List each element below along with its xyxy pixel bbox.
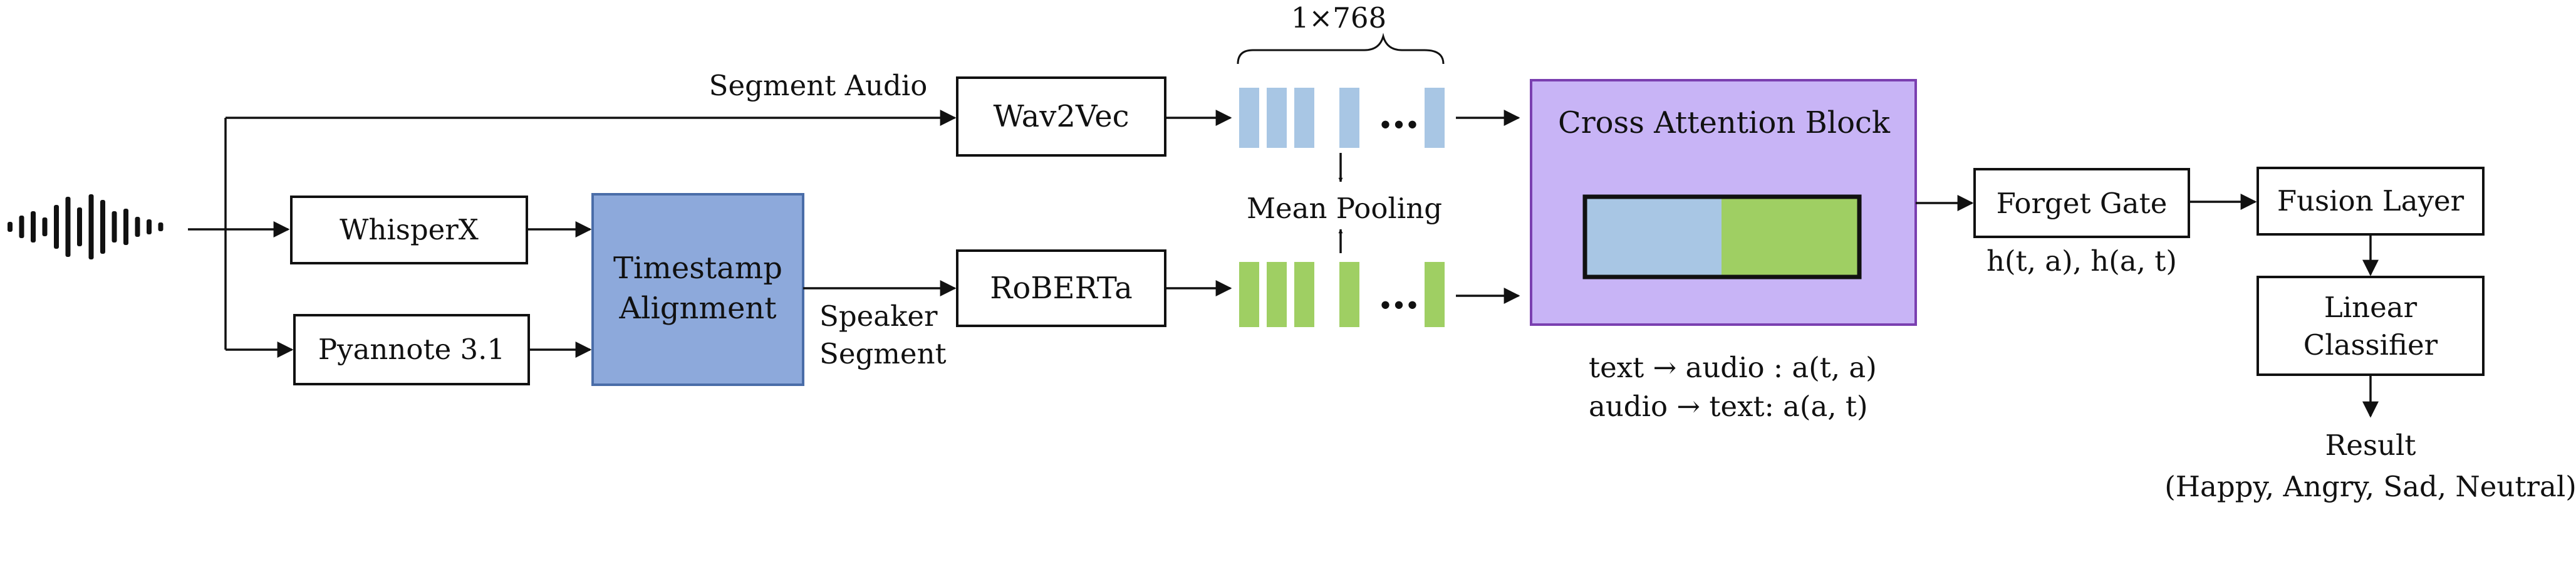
- text-embedding-cell: [1267, 262, 1287, 327]
- text-embedding-cell: [1239, 262, 1259, 327]
- gate-outputs-annotation: h(t, a), h(a, t): [1987, 244, 2177, 278]
- timestamp-alignment-label-line2: Alignment: [618, 291, 776, 326]
- audio-embedding-cell: [1339, 88, 1359, 148]
- speaker-segment-label-line2: Segment: [819, 337, 947, 370]
- audio-embedding-cell: [1294, 88, 1314, 148]
- linear-classifier-label-line1: Linear: [2324, 291, 2418, 324]
- audio-embedding-cell: [1267, 88, 1287, 148]
- linear-classifier-label-line2: Classifier: [2303, 328, 2438, 362]
- linear-classifier-node: Linear Classifier: [2257, 276, 2485, 376]
- cross-attention-block: Cross Attention Block: [1530, 79, 1917, 326]
- waveform-bar: [88, 194, 94, 259]
- waveform-bar: [123, 209, 128, 245]
- timestamp-alignment-label-line1: Timestamp: [613, 251, 782, 286]
- attention-matrix-outline: [1582, 194, 1862, 279]
- waveform-bar: [31, 211, 36, 243]
- waveform-icon: [8, 194, 164, 259]
- wav2vec-label: Wav2Vec: [994, 99, 1130, 134]
- audio-embedding-cell: [1425, 88, 1445, 148]
- roberta-label: RoBERTa: [990, 271, 1133, 306]
- speaker-segment-label-line1: Speaker: [819, 300, 938, 333]
- waveform-bar: [147, 219, 152, 234]
- dimension-label: 1×768: [1291, 1, 1386, 34]
- waveform-bar: [100, 200, 105, 254]
- roberta-node: RoBERTa: [956, 249, 1166, 327]
- waveform-bar: [8, 222, 13, 232]
- forget-gate-node: Forget Gate: [1973, 168, 2190, 238]
- waveform-bar: [112, 211, 117, 243]
- audio-embedding-ellipsis: …: [1378, 89, 1420, 138]
- waveform-bar: [54, 205, 59, 249]
- wav2vec-node: Wav2Vec: [956, 76, 1166, 157]
- pyannote-label: Pyannote 3.1: [318, 333, 505, 366]
- audio-embedding-cell: [1239, 88, 1259, 148]
- mean-pooling-label: Mean Pooling: [1247, 192, 1442, 225]
- attention-audio-segment: [1585, 197, 1722, 277]
- pyannote-node: Pyannote 3.1: [293, 314, 530, 385]
- waveform-bar: [158, 222, 164, 231]
- text-embedding-ellipsis: …: [1378, 269, 1420, 318]
- waveform-bar: [42, 217, 48, 236]
- result-classes-label: (Happy, Angry, Sad, Neutral): [2164, 470, 2576, 503]
- input-edges: [188, 110, 957, 358]
- whisperx-node: WhisperX: [290, 196, 528, 264]
- waveform-bar: [77, 207, 82, 246]
- dimension-brace: [1237, 33, 1445, 65]
- attention-text-segment: [1722, 197, 1859, 277]
- text-embedding-vector: [1239, 262, 1445, 327]
- cross-attention-label: Cross Attention Block: [1558, 105, 1891, 140]
- fusion-layer-label: Fusion Layer: [2277, 184, 2464, 217]
- text-embedding-cell: [1339, 262, 1359, 327]
- text-to-audio-annotation: text → audio : a(t, a): [1589, 351, 1877, 384]
- whisperx-label: WhisperX: [340, 213, 479, 246]
- waveform-bar: [19, 216, 24, 238]
- fusion-layer-node: Fusion Layer: [2257, 167, 2485, 236]
- audio-to-text-annotation: audio → text: a(a, t): [1589, 390, 1868, 423]
- waveform-bar: [65, 197, 71, 257]
- result-label: Result: [2325, 429, 2416, 462]
- timestamp-alignment-node: Timestamp Alignment: [591, 193, 804, 386]
- text-embedding-cell: [1294, 262, 1314, 327]
- text-embedding-cell: [1425, 262, 1445, 327]
- waveform-bar: [135, 217, 140, 237]
- segment-audio-label: Segment Audio: [709, 69, 928, 102]
- audio-embedding-vector: [1239, 88, 1445, 148]
- forget-gate-label: Forget Gate: [1997, 187, 2168, 220]
